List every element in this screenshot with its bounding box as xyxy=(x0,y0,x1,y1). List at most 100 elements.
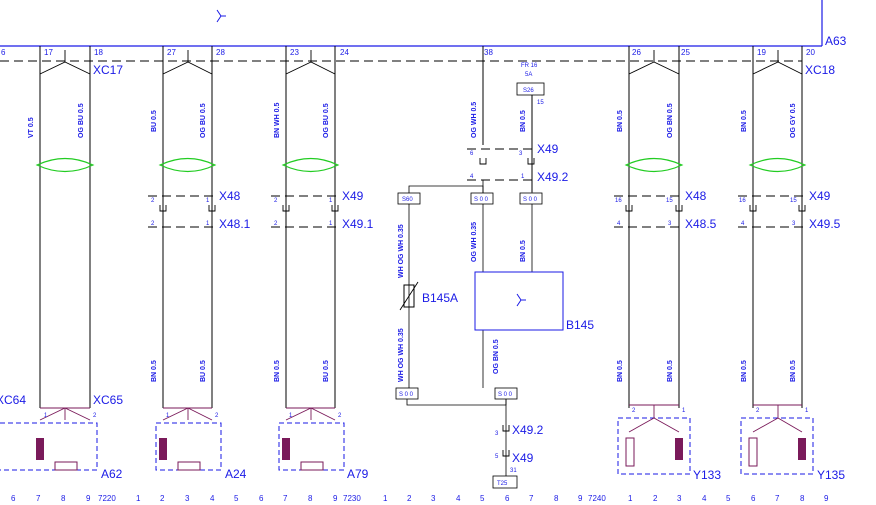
connector-label-x49-1: X49.1 xyxy=(342,217,374,231)
bottom-connector-labels: XC64 XC65 xyxy=(0,393,123,407)
wire-label: BN 0.5 xyxy=(274,360,281,382)
bottom-ruler: 6 7 8 9 7220 1 2 3 4 5 6 7 8 9 7230 1 2 … xyxy=(11,494,829,503)
ruler-tick: 1 xyxy=(136,494,141,503)
splice-label: T25 xyxy=(497,481,508,487)
pin-number: 31 xyxy=(510,468,517,474)
ruler-tick: 6 xyxy=(11,494,16,503)
component-y133: 2 1 Y133 xyxy=(617,404,721,482)
component-a79: 1 2 A79 xyxy=(278,407,369,481)
ruler-tick: 7 xyxy=(775,494,780,503)
component-b145a: B145A xyxy=(399,281,458,311)
pin-number: 3 xyxy=(495,431,499,437)
pin-label: 19 xyxy=(757,48,766,57)
component-label: B145 xyxy=(566,318,594,332)
component-label: Y135 xyxy=(817,468,845,482)
pin-number: 1 xyxy=(44,413,48,419)
pin-number: 1 xyxy=(329,198,333,204)
splice-label: S 0 0 xyxy=(498,392,513,398)
ruler-tick: 6 xyxy=(751,494,756,503)
component-b145: B145 xyxy=(474,271,594,332)
pin-label: 6 xyxy=(1,48,6,57)
pin-number: 2 xyxy=(274,221,278,227)
pin-number: 15 xyxy=(666,198,673,204)
ruler-tick: 3 xyxy=(185,494,190,503)
xc-fork-symbols xyxy=(39,50,803,75)
bottom-connectors-x49: 3 X49.2 5 X49 31 xyxy=(495,423,544,474)
pin-number: 15 xyxy=(790,198,797,204)
ruler-tick: 3 xyxy=(431,494,436,503)
ruler-tick: 2 xyxy=(653,494,658,503)
wire-label: OG WH 0.5 xyxy=(471,102,478,138)
pin-number: 5 xyxy=(495,454,499,460)
splice-labels: S60 S 0 0 S 0 0 S 0 0 S 0 0 T25 xyxy=(399,197,538,487)
top-pin-numbers: 6 17 18 27 28 23 24 38 26 25 19 20 xyxy=(1,48,815,57)
ruler-tick: 5 xyxy=(480,494,485,503)
connector-label-x49-c: X49 xyxy=(809,189,831,203)
wire-label: BN 0.5 xyxy=(151,360,158,382)
connector-label-x49-2: X49.2 xyxy=(537,170,569,184)
pin-number: 1 xyxy=(289,413,293,419)
wire-label: BN 0.5 xyxy=(741,360,748,382)
ruler-tick: 8 xyxy=(61,494,66,503)
ruler-ref: 7230 xyxy=(343,494,361,503)
ruler-tick: 4 xyxy=(210,494,215,503)
connector-label-x48: X48 xyxy=(219,189,241,203)
pin-number: 1 xyxy=(682,408,686,414)
wire-label: OG BU 0.5 xyxy=(200,103,207,138)
wire-label: BN 0.5 xyxy=(520,110,527,132)
component-y135: 2 1 Y135 xyxy=(740,404,845,482)
pin-number: 1 xyxy=(805,408,809,414)
wire-label: OG BU 0.5 xyxy=(323,103,330,138)
ruler-tick: 8 xyxy=(554,494,559,503)
connector-label-x49-b: X49 xyxy=(537,142,559,156)
wire-label: BN 0.5 xyxy=(667,360,674,382)
ruler-tick: 7 xyxy=(529,494,534,503)
ruler-tick: 6 xyxy=(505,494,510,503)
transistor-symbol-icon xyxy=(216,9,226,23)
pin-number: 3 xyxy=(792,221,796,227)
pin-number: 16 xyxy=(739,198,746,204)
pin-label: 17 xyxy=(44,48,53,57)
pin-number: 2 xyxy=(274,198,278,204)
pin-number: 4 xyxy=(470,174,474,180)
wire-label: BU 0.5 xyxy=(323,360,330,382)
connector-label-x49-5: X49.5 xyxy=(809,217,841,231)
ruler-tick: 8 xyxy=(308,494,313,503)
pin-label: 18 xyxy=(94,48,103,57)
ruler-tick: 2 xyxy=(407,494,412,503)
ruler-tick: 2 xyxy=(160,494,165,503)
pin-number: 6 xyxy=(470,151,474,157)
component-label: A24 xyxy=(225,467,247,481)
connector-label-x48-b: X48 xyxy=(685,189,707,203)
pin-number: 2 xyxy=(93,413,97,419)
connector-label-xc18: XC18 xyxy=(805,63,835,77)
wire-label: OG BN 0.5 xyxy=(667,103,674,138)
ruler-tick: 9 xyxy=(86,494,91,503)
wire-label: VT 0.5 xyxy=(28,117,35,138)
pin-number: 1 xyxy=(166,413,170,419)
pin-number: 1 xyxy=(521,174,525,180)
wire-label: BN 0.5 xyxy=(741,110,748,132)
wire-label: BN 0.5 xyxy=(617,360,624,382)
fuse-rating: 5A xyxy=(525,72,532,78)
fuse-ref: S26 xyxy=(523,88,534,94)
wire-label: OG BN 0.5 xyxy=(493,339,500,374)
pin-number: 2 xyxy=(338,413,342,419)
pin-number: 3 xyxy=(668,221,672,227)
component-a24: 1 2 A24 xyxy=(155,407,247,481)
connector-label-x48-1: X48.1 xyxy=(219,217,251,231)
pin-number: 4 xyxy=(617,221,621,227)
ruler-tick: 5 xyxy=(726,494,731,503)
pin-number: 1 xyxy=(206,198,210,204)
pin-number: 2 xyxy=(215,413,219,419)
ruler-tick: 4 xyxy=(702,494,707,503)
fuse-name: FR 16 xyxy=(521,63,538,69)
wire-labels: VT 0.5 OG BU 0.5 BU 0.5 OG BU 0.5 BN WH … xyxy=(28,102,797,382)
connector-label-x49: X49 xyxy=(342,189,364,203)
connector-label-x49-d: X49 xyxy=(512,451,534,465)
connector-pin-numbers: 2 1 2 1 2 1 2 1 6 3 4 1 16 15 4 3 16 15 … xyxy=(151,151,797,227)
pin-label: 24 xyxy=(340,48,349,57)
pin-number: 1 xyxy=(329,221,333,227)
ruler-tick: 8 xyxy=(800,494,805,503)
